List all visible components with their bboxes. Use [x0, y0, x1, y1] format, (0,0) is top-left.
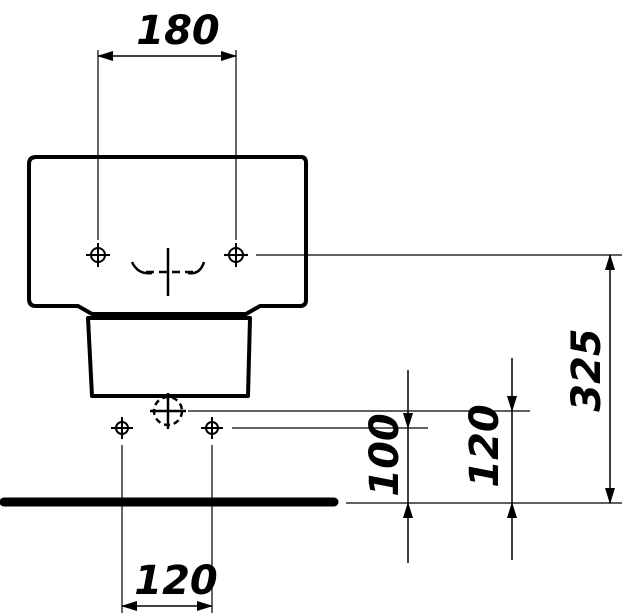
fixing-hole-icon	[111, 417, 133, 439]
dimension-lines	[97, 51, 615, 611]
overflow-symbol	[130, 248, 206, 296]
siphon-cover	[86, 316, 252, 398]
fixing-hole-icon	[201, 417, 223, 439]
dimension-100: 100	[362, 413, 408, 497]
fixing-hole-icon	[86, 243, 110, 267]
dimension-325: 325	[564, 328, 610, 412]
extension-lines	[97, 50, 622, 613]
basin-outline	[27, 155, 308, 316]
fixing-hole-icon	[224, 243, 248, 267]
dimension-120-vertical: 120	[462, 404, 508, 488]
drain-icon	[150, 393, 186, 429]
dimension-180: 180	[136, 8, 220, 54]
dimension-120-bottom: 120	[134, 558, 218, 604]
